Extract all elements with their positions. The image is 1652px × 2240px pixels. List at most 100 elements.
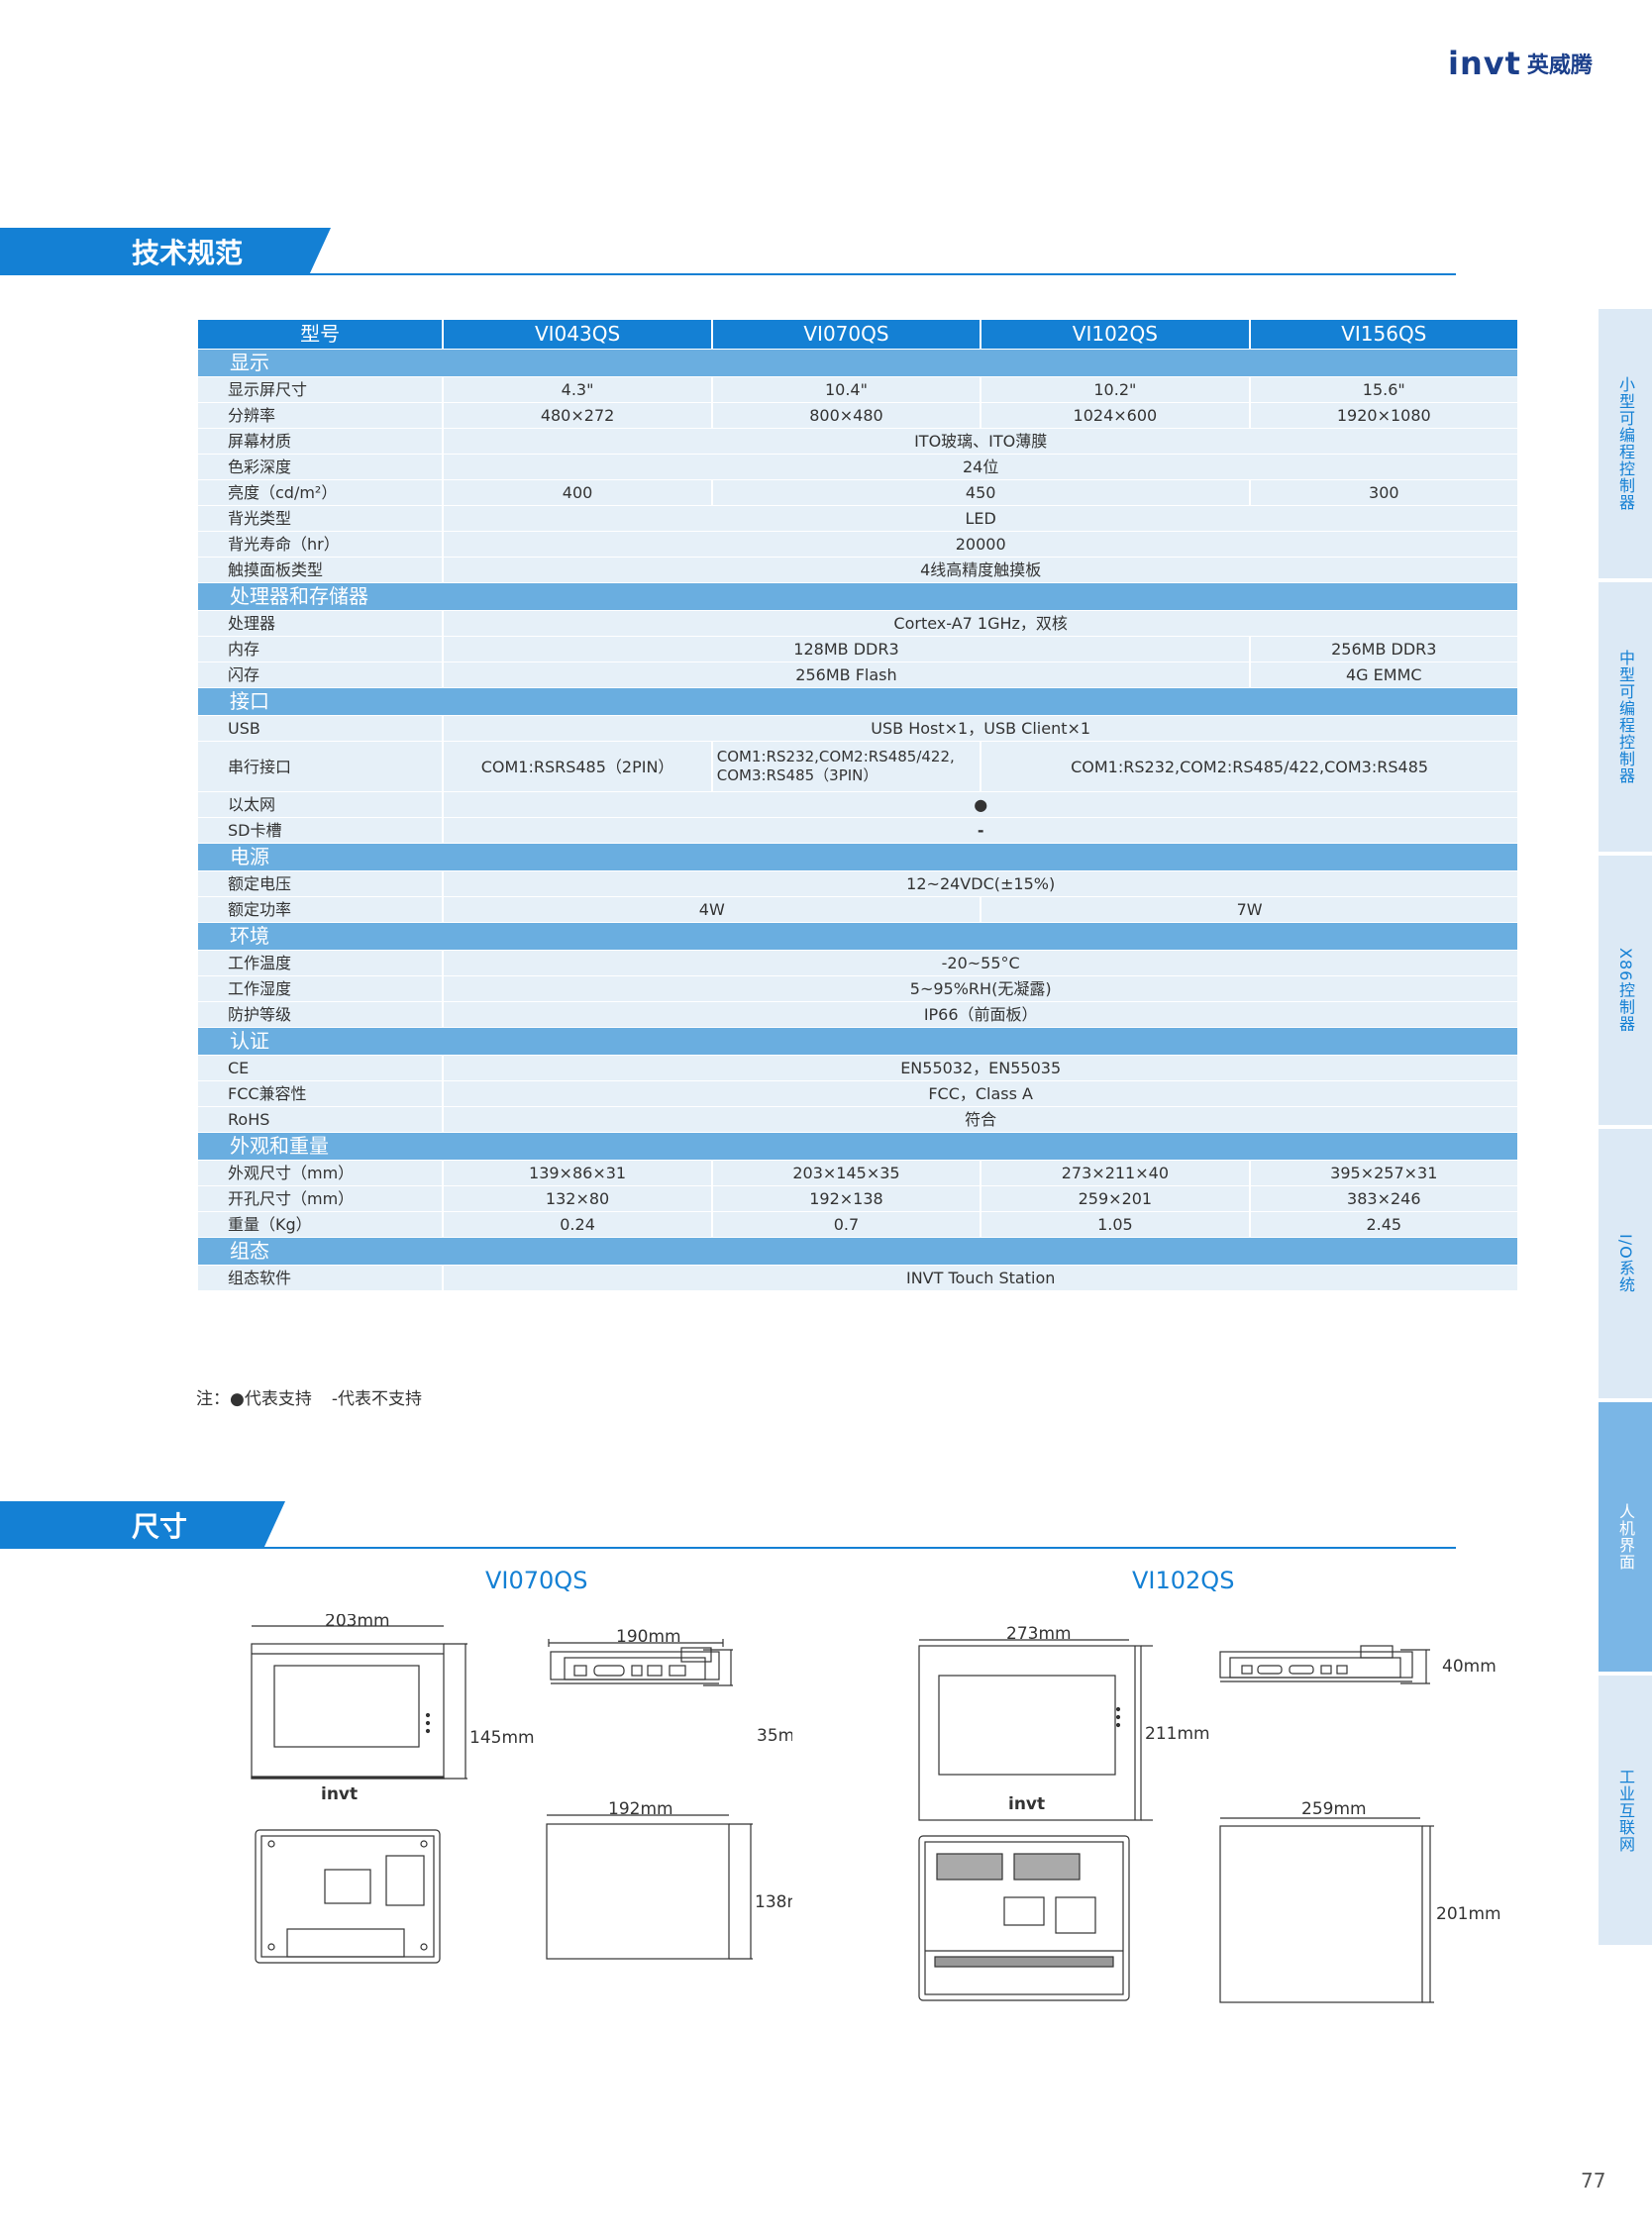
table-cell: 395×257×31: [1250, 1161, 1517, 1185]
table-cell: 5~95%RH(无凝露): [444, 976, 1517, 1001]
table-cell: Cortex-A7 1GHz，双核: [444, 611, 1517, 636]
row-label: 处理器: [198, 611, 443, 636]
category-row: 组态: [198, 1238, 1517, 1265]
table-cell: EN55032，EN55035: [444, 1056, 1517, 1080]
table-row: FCC兼容性 FCC，Class A: [198, 1081, 1517, 1106]
table-cell: 1920×1080: [1250, 403, 1517, 428]
table-header-row: 型号 VI043QS VI070QS VI102QS VI156QS: [198, 320, 1517, 349]
front-logo: invt: [321, 1784, 358, 1804]
table-cell: FCC，Class A: [444, 1081, 1517, 1106]
row-label: 防护等级: [198, 1002, 443, 1027]
table-cell: 1.05: [981, 1212, 1249, 1237]
dim-section-rule: [263, 1547, 1456, 1549]
table-cell: 256MB DDR3: [1250, 637, 1517, 662]
category-label: 处理器和存储器: [198, 583, 1517, 610]
row-label: 重量（Kg）: [198, 1212, 443, 1237]
table-cell: 4G EMMC: [1250, 662, 1517, 687]
row-label: 额定电压: [198, 871, 443, 896]
brand-logo: invt 英威腾: [1448, 44, 1593, 83]
row-label: 显示屏尺寸: [198, 377, 443, 402]
sidebar-item-label: 工业互联网: [1616, 1768, 1635, 1853]
table-row: 防护等级 IP66（前面板）: [198, 1002, 1517, 1027]
table-cell: 132×80: [444, 1186, 711, 1211]
drawing-title-left: VI070QS: [485, 1567, 588, 1594]
spec-section-header: 技术规范: [0, 228, 1456, 275]
note-nosupport: -代表不支持: [331, 1389, 422, 1409]
table-cell: 4W: [444, 897, 981, 922]
table-row: 处理器 Cortex-A7 1GHz，双核: [198, 611, 1517, 636]
header-cell: 型号: [198, 320, 443, 349]
table-cell: 20000: [444, 532, 1517, 557]
category-label: 电源: [198, 844, 1517, 870]
cell-line: COM1:RS232,COM2:RS485/422,: [716, 748, 955, 765]
table-cell: IP66（前面板）: [444, 1002, 1517, 1027]
category-row: 显示: [198, 350, 1517, 376]
sidebar-item-hmi[interactable]: 人机界面: [1599, 1402, 1652, 1672]
row-label: FCC兼容性: [198, 1081, 443, 1106]
sidebar-item-label: 中型可编程控制器: [1616, 650, 1635, 784]
table-cell: 10.2": [981, 377, 1249, 402]
dim-front-height: 145mm: [469, 1728, 535, 1748]
sidebar-item-label: X86控制器: [1616, 948, 1635, 1033]
table-row: 开孔尺寸（mm） 132×80 192×138 259×201 383×246: [198, 1186, 1517, 1211]
drawing-title-right: VI102QS: [1132, 1567, 1235, 1594]
table-cell: 0.24: [444, 1212, 711, 1237]
header-cell: VI043QS: [444, 320, 711, 349]
row-label: SD卡槽: [198, 818, 443, 843]
table-row: 触摸面板类型 4线高精度触摸板: [198, 558, 1517, 582]
sidebar-item-iiot[interactable]: 工业互联网: [1599, 1676, 1652, 1945]
table-cell: 480×272: [444, 403, 711, 428]
table-cell: COM1:RS232,COM2:RS485/422,COM3:RS485: [981, 742, 1517, 791]
table-row: 亮度（cd/m²） 400 450 300: [198, 480, 1517, 505]
sidebar-item-small-plc[interactable]: 小型可编程控制器: [1599, 309, 1652, 578]
table-cell: -: [444, 818, 1517, 843]
table-row: 额定功率 4W 7W: [198, 897, 1517, 922]
note-prefix: 注：: [196, 1389, 230, 1409]
row-label: 屏幕材质: [198, 429, 443, 454]
row-label: 开孔尺寸（mm）: [198, 1186, 443, 1211]
table-cell: 256MB Flash: [444, 662, 1249, 687]
table-row: 工作温度 -20~55°C: [198, 951, 1517, 975]
category-sidebar: 小型可编程控制器 中型可编程控制器 X86控制器 I/O系统 人机界面 工业互联…: [1599, 309, 1652, 1949]
table-cell: 10.4": [712, 377, 981, 402]
row-label: CE: [198, 1056, 443, 1080]
dim-cutout-width: 192mm: [608, 1799, 673, 1819]
note-support: ●代表支持: [230, 1389, 312, 1409]
table-row: 组态软件 INVT Touch Station: [198, 1266, 1517, 1290]
table-cell: COM1:RSRS485（2PIN）: [444, 742, 711, 791]
table-row: 以太网 ●: [198, 792, 1517, 817]
category-row: 认证: [198, 1028, 1517, 1055]
dim-front-width: 203mm: [325, 1614, 390, 1631]
sidebar-item-io[interactable]: I/O系统: [1599, 1129, 1652, 1398]
table-cell: COM1:RS232,COM2:RS485/422, COM3:RS485（3P…: [712, 742, 981, 791]
row-label: 以太网: [198, 792, 443, 817]
table-cell: 4线高精度触摸板: [444, 558, 1517, 582]
sidebar-item-x86[interactable]: X86控制器: [1599, 856, 1652, 1125]
row-label: 亮度（cd/m²）: [198, 480, 443, 505]
table-cell: 1024×600: [981, 403, 1249, 428]
table-cell: 300: [1250, 480, 1517, 505]
row-label: USB: [198, 716, 443, 741]
category-row: 外观和重量: [198, 1133, 1517, 1160]
dim-side-width: 190mm: [616, 1627, 681, 1647]
header-cell: VI102QS: [981, 320, 1249, 349]
table-row: 色彩深度 24位: [198, 455, 1517, 479]
row-label: 内存: [198, 637, 443, 662]
dim-cutout-height: 138mm: [755, 1892, 792, 1912]
table-row: 闪存 256MB Flash 4G EMMC: [198, 662, 1517, 687]
category-label: 组态: [198, 1238, 1517, 1265]
spec-table: 型号 VI043QS VI070QS VI102QS VI156QS 显示 显示…: [196, 319, 1519, 1291]
category-label: 环境: [198, 923, 1517, 950]
table-row: 背光寿命（hr） 20000: [198, 532, 1517, 557]
sidebar-item-medium-plc[interactable]: 中型可编程控制器: [1599, 582, 1652, 852]
category-label: 显示: [198, 350, 1517, 376]
row-label: 背光寿命（hr）: [198, 532, 443, 557]
sidebar-item-label: 人机界面: [1616, 1503, 1635, 1571]
row-label: 工作湿度: [198, 976, 443, 1001]
table-cell: 383×246: [1250, 1186, 1517, 1211]
table-cell: 0.7: [712, 1212, 981, 1237]
table-cell: 139×86×31: [444, 1161, 711, 1185]
table-cell: ITO玻璃、ITO薄膜: [444, 429, 1517, 454]
category-row: 接口: [198, 688, 1517, 715]
table-row: 工作湿度 5~95%RH(无凝露): [198, 976, 1517, 1001]
